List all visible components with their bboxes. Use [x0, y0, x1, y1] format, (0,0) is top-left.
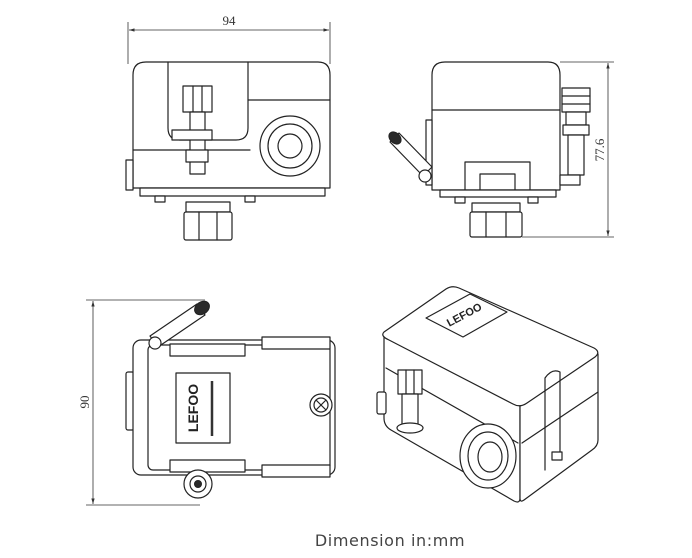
- iso-left-bracket: [376, 391, 387, 415]
- fitting-stem: [567, 134, 585, 176]
- top-lever: [148, 300, 210, 350]
- cover-band: [169, 459, 246, 473]
- top-view: 90 LEFOO: [77, 299, 336, 506]
- fitting-collar: [565, 111, 587, 126]
- iso-logo-plate: LEFOO: [425, 293, 508, 338]
- boss-ring: [189, 475, 207, 493]
- logo-plate: [425, 293, 508, 338]
- lever-tip: [194, 300, 210, 316]
- nut-hex: [183, 211, 233, 241]
- fitting-clamp: [171, 129, 213, 141]
- brand-logo: LEFOO: [185, 384, 201, 432]
- base-tab: [154, 195, 166, 203]
- fitting-stem: [401, 393, 419, 427]
- iso-port: [459, 423, 517, 489]
- iso-tab: [551, 451, 563, 461]
- nut-collar: [471, 202, 521, 213]
- port-bore: [477, 441, 503, 473]
- cover-band: [169, 343, 246, 357]
- side-base-plate: [439, 189, 557, 198]
- side-bottom-notch: [464, 161, 531, 191]
- lever-pivot: [148, 336, 162, 350]
- port-bore: [277, 133, 303, 159]
- front-base-plate: [139, 187, 326, 197]
- base-tab: [244, 195, 256, 203]
- fitting-hex: [397, 369, 423, 395]
- fitting-hex: [561, 87, 591, 113]
- nut-hex: [469, 211, 523, 238]
- dimension-caption: Dimension in:mm: [315, 531, 465, 550]
- top-logo-plate: LEFOO: [175, 372, 231, 444]
- front-bottom-nut: [183, 201, 233, 241]
- screw-ring: [313, 397, 329, 413]
- width-dimension: 94: [127, 13, 331, 64]
- top-bottom-boss: [183, 469, 213, 499]
- screw-slot: [315, 399, 327, 411]
- side-body: [431, 61, 561, 191]
- isometric-view: LEFOO: [376, 286, 599, 503]
- port-outer-ring: [259, 115, 321, 177]
- side-left-bracket: [425, 119, 433, 186]
- side-bottom-nut: [469, 202, 523, 238]
- front-view: 94: [125, 13, 331, 241]
- base-tab: [527, 196, 539, 204]
- height-dimension-label: 77.6: [592, 138, 607, 161]
- top-screw: [309, 393, 333, 417]
- base-tab: [454, 196, 466, 204]
- fitting-terminal: [185, 149, 209, 163]
- logo-plate: [175, 372, 231, 444]
- cover-band: [261, 336, 331, 350]
- nut-collar: [185, 201, 231, 213]
- front-left-bracket: [125, 159, 134, 191]
- cover-band: [261, 464, 331, 478]
- fitting-hex: [182, 85, 213, 113]
- fitting-collar: [396, 422, 424, 434]
- iso-side-slot: [544, 370, 561, 471]
- front-top-fitting: [171, 85, 213, 175]
- front-port: [259, 115, 321, 177]
- width-dimension-label: 94: [223, 13, 237, 28]
- fitting-stem: [189, 111, 206, 175]
- lever-tip: [388, 131, 402, 145]
- side-view: 77.6: [388, 61, 614, 238]
- side-right-fitting: [559, 87, 591, 186]
- fitting-terminal: [559, 174, 581, 186]
- lever-pivot: [418, 169, 432, 183]
- iso-right-face: [519, 353, 599, 502]
- top-body: [132, 339, 336, 476]
- boss-hole: [194, 480, 202, 488]
- iso-fitting: [396, 369, 424, 434]
- depth-dimension: 90: [77, 299, 205, 506]
- fitting-clamp: [562, 124, 590, 136]
- height-dimension: 77.6: [522, 61, 614, 238]
- depth-dimension-label: 90: [77, 396, 92, 409]
- port-outer-ring: [459, 423, 517, 489]
- port-middle-ring: [467, 431, 509, 481]
- side-lever: [388, 131, 433, 183]
- port-middle-ring: [267, 123, 313, 169]
